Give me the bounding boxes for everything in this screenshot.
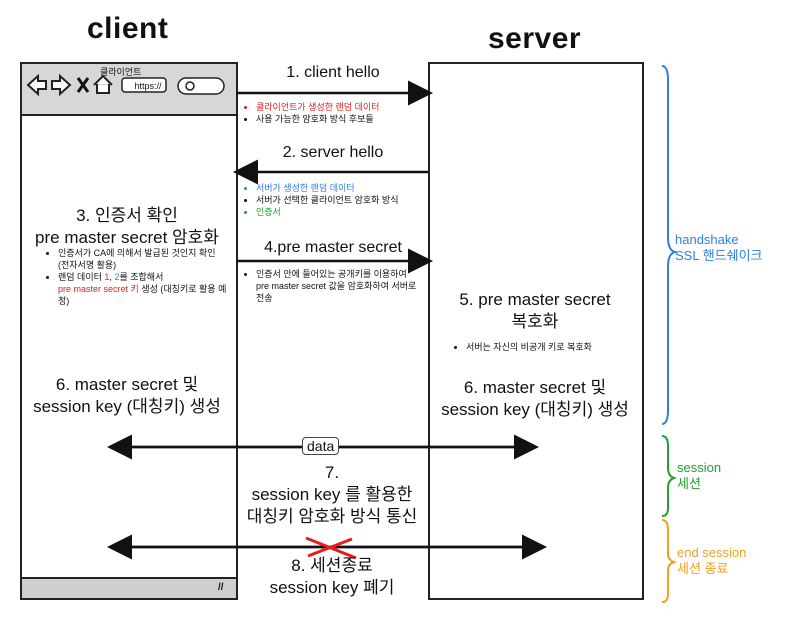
step5-label: 5. pre master secret 복호화 xyxy=(430,289,640,333)
step6-server-line2: session key (대칭키) 생성 xyxy=(441,400,629,419)
step6-server-label: 6. master secret 및 session key (대칭키) 생성 xyxy=(430,377,640,421)
home-icon[interactable] xyxy=(93,74,113,94)
end-session-brace xyxy=(661,519,678,603)
url-chip-label: https:// xyxy=(134,81,162,91)
server-window xyxy=(428,62,644,600)
step8-line2: session key 폐기 xyxy=(269,578,395,597)
step5-line1: 5. pre master secret xyxy=(459,290,611,309)
step2-note-2: 서버가 선택한 클라이언트 암호화 방식 xyxy=(256,194,428,206)
step3-num2: 2 xyxy=(114,272,120,282)
back-icon[interactable] xyxy=(26,73,47,97)
step3-label: 3. 인증서 확인 pre master secret 암호화 xyxy=(22,205,232,249)
step1-notes: 클라이언트가 생성한 랜덤 데이터 사용 가능한 암호화 방식 후보들 xyxy=(244,101,428,125)
cross-mark-icon xyxy=(305,536,357,560)
step4-label: 4.pre master secret xyxy=(264,239,402,256)
search-icon xyxy=(185,81,195,91)
step1-note-1: 클라이언트가 생성한 랜덤 데이터 xyxy=(256,101,428,113)
step3-note-tail: 생성 (대칭키로 활용 예정) xyxy=(58,284,227,306)
handshake-line2: SSL 핸드쉐이크 xyxy=(675,248,763,263)
end-session-phase-label: end session 세션 종료 xyxy=(677,545,746,577)
browser-controls xyxy=(26,73,225,97)
step3-note-key: pre master secret 키 xyxy=(58,284,139,294)
step5-line2: 복호화 xyxy=(511,312,559,331)
session-line1: session xyxy=(677,460,722,475)
step3-notes: 인증서가 CA에 의해서 발급된 것인지 확인 (전자서명 활용) 랜덤 데이터… xyxy=(46,247,228,307)
step2-label: 2. server hello xyxy=(282,144,384,161)
session-brace xyxy=(661,435,678,517)
step7-line1: 7. xyxy=(324,463,340,482)
step3-note-1: 인증서가 CA에 의해서 발급된 것인지 확인 (전자서명 활용) xyxy=(58,247,228,271)
handshake-line1: handshake xyxy=(675,232,739,247)
step8-label: 8. 세션종료 session key 폐기 xyxy=(234,555,430,599)
step7-line3: 대칭키 암호화 방식 통신 xyxy=(246,507,418,526)
step2-notes: 서버가 생성한 랜덤 데이터 서버가 선택한 클라이언트 암호화 방식 인증서 xyxy=(244,182,428,218)
session-line2: 세션 xyxy=(677,476,701,491)
forward-icon[interactable] xyxy=(51,73,72,97)
step1-note-2: 사용 가능한 암호화 방식 후보들 xyxy=(256,113,428,125)
data-label: data xyxy=(302,437,340,455)
step5-notes: 서버는 자신의 비공개 키로 복호화 xyxy=(454,341,638,353)
step3-line2: pre master secret 암호화 xyxy=(35,228,219,247)
step4-notes: 인증서 안에 들어있는 공개키를 이용하여 pre master secret … xyxy=(244,268,422,304)
browser-statusbar xyxy=(20,577,238,600)
session-phase-label: session 세션 xyxy=(677,460,721,492)
url-chip[interactable] xyxy=(121,77,167,93)
step1-label: 1. client hello xyxy=(286,64,380,81)
resize-grip-icon[interactable]: // xyxy=(218,582,224,593)
step8-line1: 8. 세션종료 xyxy=(291,556,373,575)
step6-client-line2: session key (대칭키) 생성 xyxy=(33,397,221,416)
step6-client-line1: 6. master secret 및 xyxy=(55,375,199,394)
client-title: client xyxy=(87,12,169,45)
client-window xyxy=(20,62,238,600)
step7-line2: session key 를 활용한 xyxy=(251,485,413,504)
step5-note: 서버는 자신의 비공개 키로 복호화 xyxy=(466,341,638,353)
step4-note: 인증서 안에 들어있는 공개키를 이용하여 pre master secret … xyxy=(256,268,422,304)
server-title: server xyxy=(488,22,582,55)
browser-title: 클라이언트 xyxy=(100,67,142,77)
step2-note-3: 인증서 xyxy=(256,206,428,218)
close-icon[interactable] xyxy=(76,77,90,93)
step3-num1: 1 xyxy=(104,272,110,282)
end-session-line1: end session xyxy=(677,545,747,560)
step3-line1: 3. 인증서 확인 xyxy=(76,206,178,225)
step2-note-1: 서버가 생성한 랜덤 데이터 xyxy=(256,182,428,194)
handshake-brace xyxy=(661,65,679,425)
handshake-phase-label: handshake SSL 핸드쉐이크 xyxy=(675,232,763,264)
end-session-line2: 세션 종료 xyxy=(677,561,729,576)
step6-client-label: 6. master secret 및 session key (대칭키) 생성 xyxy=(22,374,232,418)
step7-label: 7. session key 를 활용한 대칭키 암호화 방식 통신 xyxy=(234,462,430,528)
step6-server-line1: 6. master secret 및 xyxy=(463,378,607,397)
